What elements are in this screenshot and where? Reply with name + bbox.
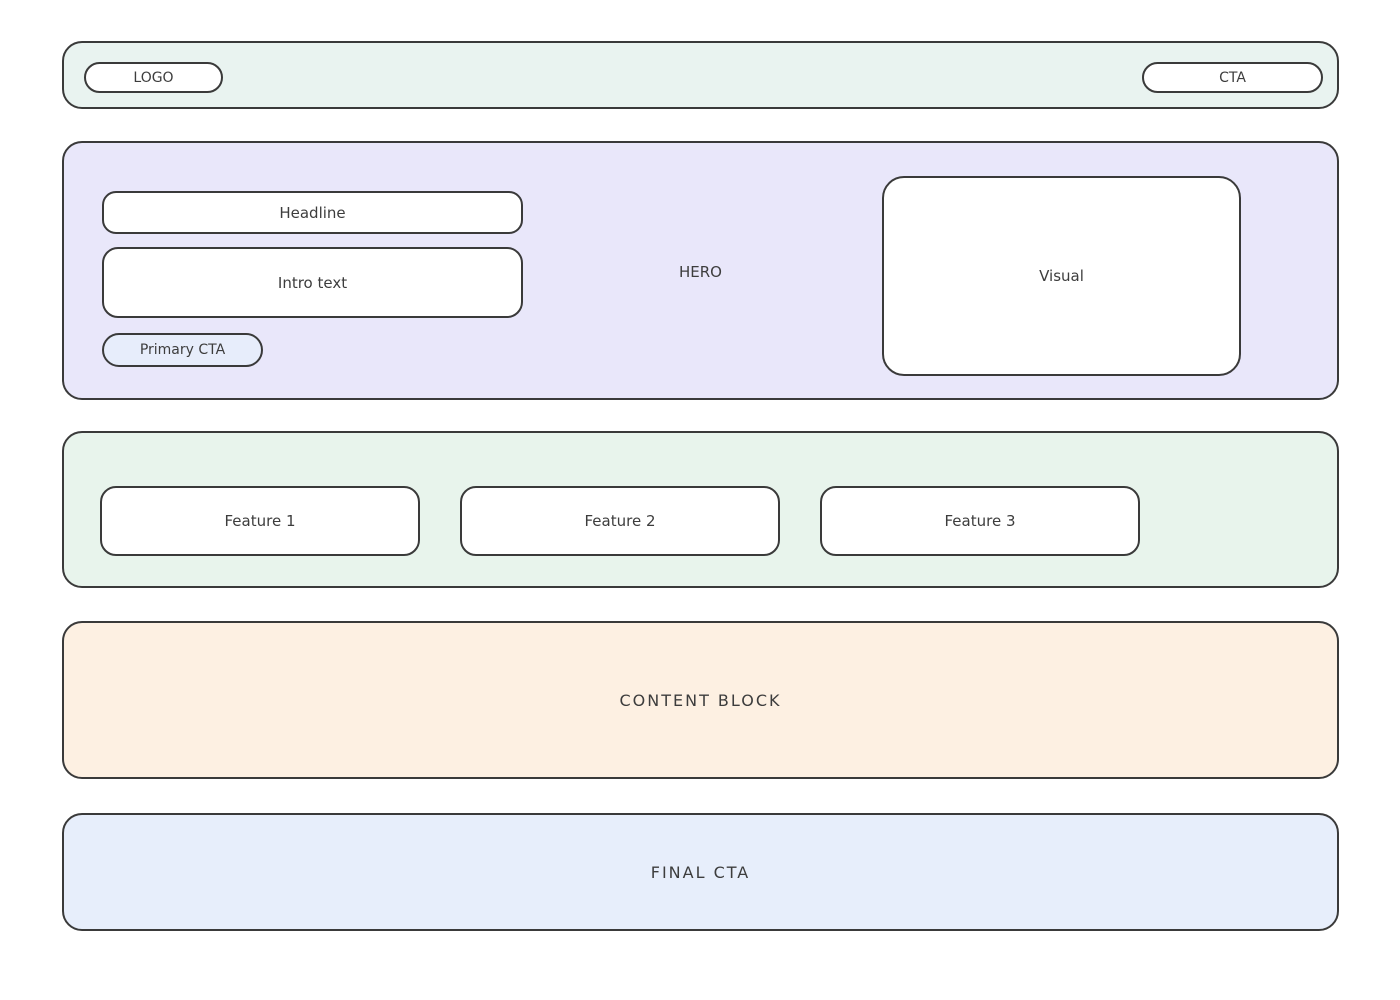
content-block-section: CONTENT BLOCK: [62, 621, 1339, 779]
features-section: Feature 1 Feature 2 Feature 3: [62, 431, 1339, 588]
primary-cta-button[interactable]: Primary CTA: [102, 333, 263, 367]
visual-placeholder: Visual: [882, 176, 1241, 376]
logo-button[interactable]: LOGO: [84, 62, 223, 93]
final-cta-label: FINAL CTA: [650, 862, 751, 882]
hero-section: Headline Intro text Primary CTA HERO Vis…: [62, 141, 1339, 400]
visual-label: Visual: [1039, 267, 1084, 285]
intro-text-placeholder: Intro text: [102, 247, 523, 318]
feature-card-3: Feature 3: [820, 486, 1140, 556]
headline-placeholder: Headline: [102, 191, 523, 234]
feature-3-label: Feature 3: [944, 512, 1016, 530]
feature-1-label: Feature 1: [224, 512, 296, 530]
feature-2-label: Feature 2: [584, 512, 656, 530]
final-cta-section: FINAL CTA: [62, 813, 1339, 931]
feature-card-2: Feature 2: [460, 486, 780, 556]
content-block-label: CONTENT BLOCK: [619, 690, 782, 710]
cta-button[interactable]: CTA: [1142, 62, 1323, 93]
topbar-section: LOGO CTA: [62, 41, 1339, 109]
feature-card-1: Feature 1: [100, 486, 420, 556]
